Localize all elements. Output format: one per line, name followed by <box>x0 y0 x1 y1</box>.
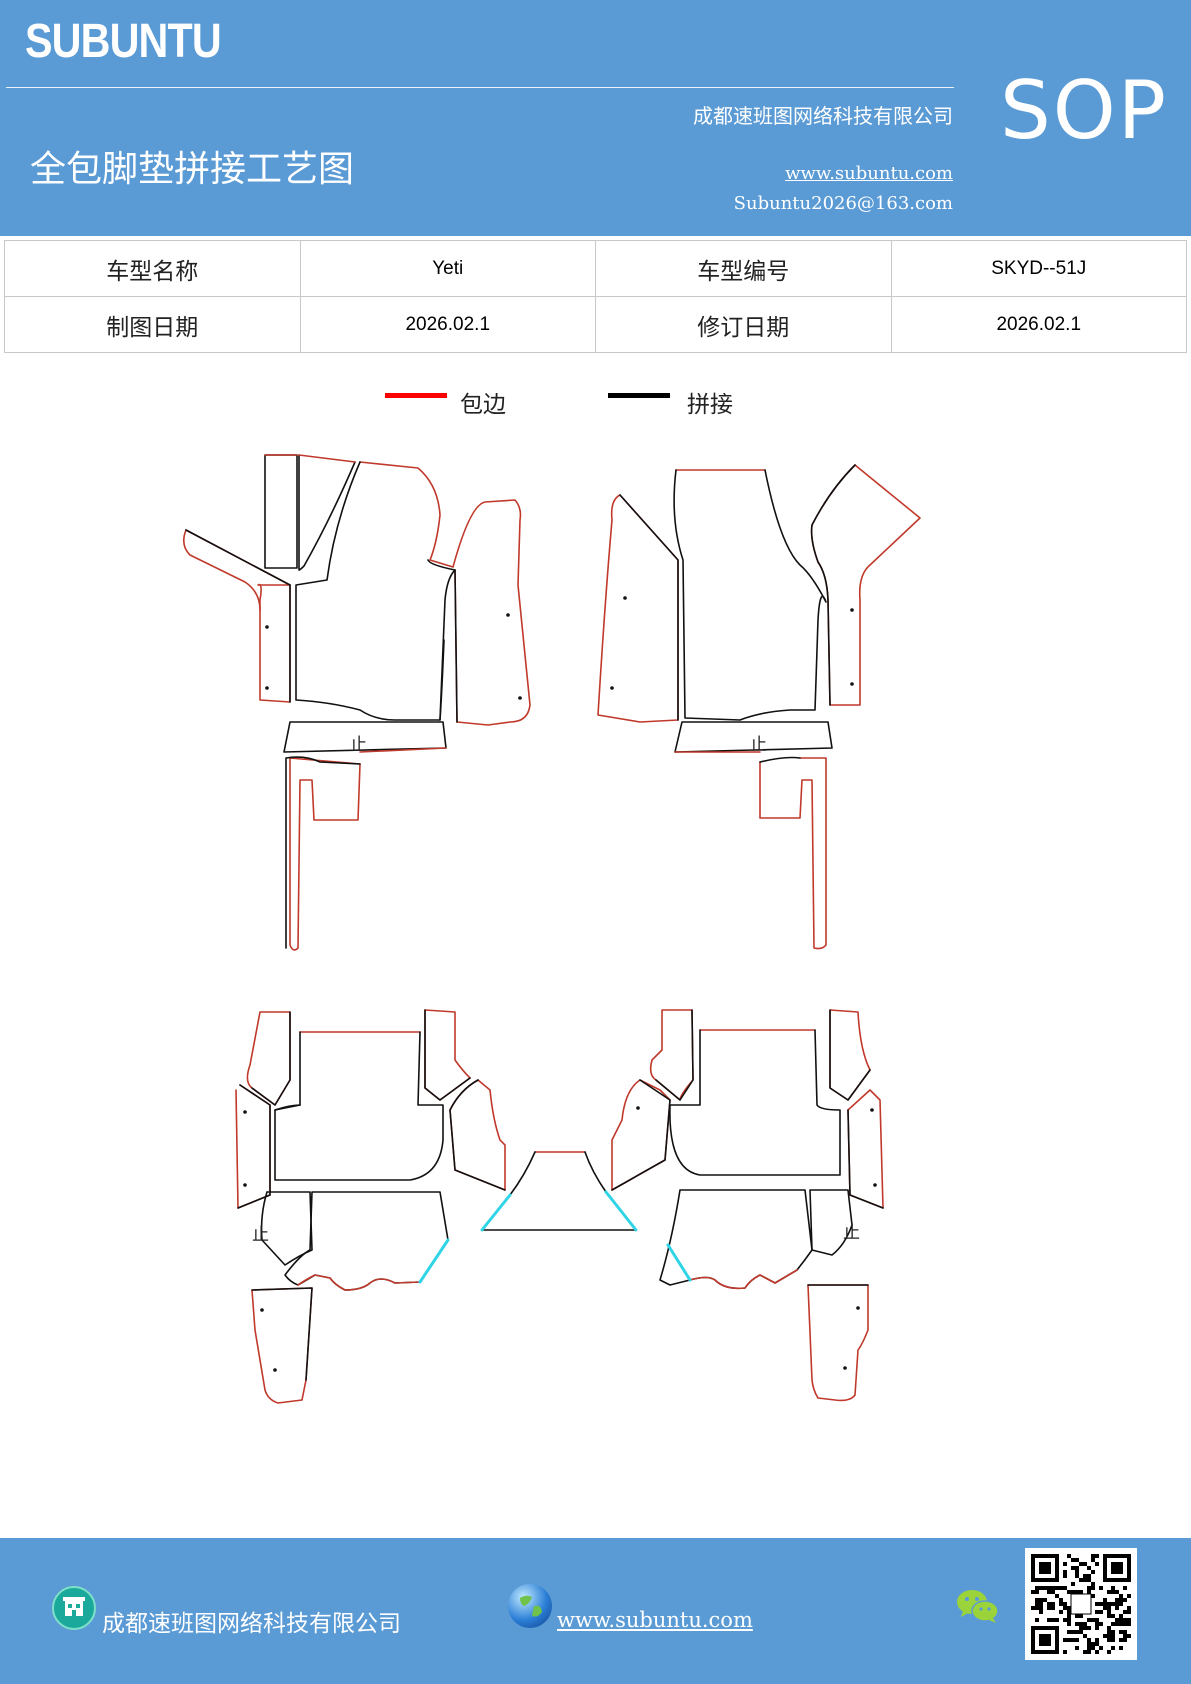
stop-mark: 止 <box>750 735 767 755</box>
front-left-right-piece <box>359 461 531 726</box>
dot <box>506 613 510 617</box>
stop-mark: 止 <box>350 735 367 755</box>
center-tunnel-piece <box>480 1151 638 1232</box>
rear-right-bottom-piece <box>807 1284 869 1402</box>
dot <box>265 625 269 629</box>
wechat-icon <box>955 1586 1001 1626</box>
model-code-label: 车型编号 <box>595 240 892 297</box>
header-website-link[interactable]: www.subuntu.com <box>785 163 953 184</box>
rear-right-lower-piece <box>659 1189 813 1290</box>
legend-edge-swatch <box>385 393 447 398</box>
dot <box>850 608 854 612</box>
front-left-mat: 止 <box>182 454 531 951</box>
page-footer: 成都速班图网络科技有限公司 www.subuntu.com <box>0 1538 1191 1684</box>
dot <box>243 1110 247 1114</box>
table-row: 车型名称 Yeti 车型编号 SKYD--51J <box>4 240 1187 297</box>
dot <box>623 596 627 600</box>
rear-left-bottom-piece <box>251 1287 313 1404</box>
rear-left-upper-right-piece <box>424 1009 471 1101</box>
dot <box>870 1108 874 1112</box>
dot <box>843 1366 847 1370</box>
front-left-strip-piece <box>264 454 298 569</box>
rear-left-side-piece <box>235 1084 271 1209</box>
header-divider <box>6 87 954 88</box>
building-icon <box>52 1586 96 1630</box>
dot <box>265 686 269 690</box>
stop-mark: 止 <box>252 1225 269 1245</box>
rear-right-gap-piece <box>809 1189 853 1256</box>
front-left-heel-strip <box>289 757 361 951</box>
rear-right-mat: 止 <box>418 1009 884 1402</box>
dot <box>273 1368 277 1372</box>
rear-left-gap-piece <box>260 1191 313 1266</box>
rear-right-main-piece <box>669 1029 841 1176</box>
dot <box>260 1308 264 1312</box>
dot <box>518 696 522 700</box>
dot <box>610 686 614 690</box>
dot <box>856 1306 860 1310</box>
brand-logo: SUBUNTU <box>25 15 222 68</box>
dot <box>873 1183 877 1187</box>
rear-left-main-piece <box>274 1031 444 1181</box>
rear-right-far-right-piece <box>847 1089 884 1209</box>
rev-date-label: 修订日期 <box>595 296 892 353</box>
model-name-label: 车型名称 <box>4 240 301 297</box>
front-right-main-piece <box>673 469 827 721</box>
front-right-left-piece <box>597 494 679 723</box>
table-row: 制图日期 2026.02.1 修订日期 2026.02.1 <box>4 296 1187 353</box>
rev-date-value: 2026.02.1 <box>890 296 1187 353</box>
header-company: 成都速班图网络科技有限公司 <box>693 104 953 128</box>
front-right-heel-strip <box>759 757 827 950</box>
header-email: Subuntu2026@163.com <box>733 193 953 214</box>
front-right-wing-piece <box>810 464 921 706</box>
qr-code <box>1025 1548 1137 1660</box>
sop-badge: SOP <box>1000 64 1168 157</box>
rear-left-mat: 止 <box>235 1009 506 1404</box>
stop-mark: 止 <box>843 1223 860 1243</box>
dot <box>850 682 854 686</box>
footer-website-link[interactable]: www.subuntu.com <box>557 1608 753 1632</box>
front-right-mat: 止 <box>597 464 921 950</box>
front-left-side-piece <box>298 454 356 571</box>
front-right-bottom-strip <box>674 721 833 753</box>
globe-icon <box>508 1584 552 1628</box>
legend-edge-label: 包边 <box>460 392 506 418</box>
rear-right-upper-right-piece <box>829 1009 871 1101</box>
legend-seam-swatch <box>608 393 670 398</box>
legend-seam-label: 拼接 <box>687 392 733 418</box>
legend: 包边 拼接 <box>0 385 1191 425</box>
dot <box>636 1106 640 1110</box>
model-code-value: SKYD--51J <box>890 240 1187 297</box>
dot <box>243 1183 247 1187</box>
page-title: 全包脚垫拼接工艺图 <box>30 149 355 190</box>
vehicle-info-table: 车型名称 Yeti 车型编号 SKYD--51J 制图日期 2026.02.1 … <box>4 240 1187 353</box>
floor-mat-pattern-drawing: 止 止 <box>182 454 921 1404</box>
rear-right-top-corner-piece <box>649 1009 694 1101</box>
front-left-wing-piece <box>185 529 291 703</box>
model-name-value: Yeti <box>299 240 596 297</box>
draw-date-label: 制图日期 <box>4 296 301 353</box>
draw-date-value: 2026.02.1 <box>299 296 596 353</box>
page-header: SUBUNTU 成都速班图网络科技有限公司 全包脚垫拼接工艺图 www.subu… <box>0 0 1191 236</box>
footer-company: 成都速班图网络科技有限公司 <box>102 1611 401 1637</box>
